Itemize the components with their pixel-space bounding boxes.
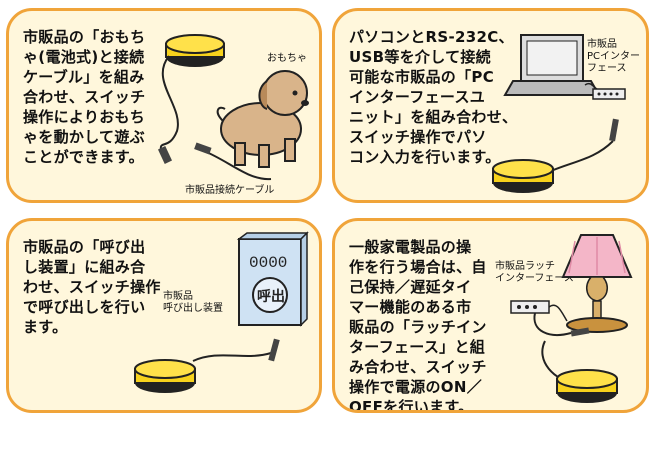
- interface-box-icon: [592, 88, 626, 100]
- panel-toy-text: 市販品の「おもち ゃ(電池式)と接続 ケーブル」を組み 合わせ、スイッチ 操作に…: [23, 28, 146, 166]
- switch-button-icon: [134, 359, 196, 393]
- switch-button-icon: [492, 159, 554, 193]
- panel-appliance: 一般家電製品の操 作を行う場合は、自 己保持／遅延タイ マー機能のある市 販品の…: [332, 218, 649, 413]
- plug-icon: [570, 327, 590, 337]
- pc-illustration: [492, 34, 626, 193]
- pc-interface-label: 市販品 PCインター フェース: [587, 39, 641, 74]
- panel-caller: 市販品の「呼び出 し装置」に組み合 わせ、スイッチ操作 で呼び出しを行い ます。…: [6, 218, 322, 413]
- panel-pc: パソコンとRS-232C、 USB等を介して接続 可能な市販品の「PC インター…: [332, 8, 649, 203]
- laptop-icon: [503, 34, 601, 96]
- latch-label: 市販品ラッチ インターフェース: [495, 261, 574, 284]
- plug-icon: [609, 118, 619, 142]
- panel-toy: 市販品の「おもち ゃ(電池式)と接続 ケーブル」を組み 合わせ、スイッチ 操作に…: [6, 8, 322, 203]
- panel-appliance-text: 一般家電製品の操 作を行う場合は、自 己保持／遅延タイ マー機能のある市 販品の…: [349, 238, 487, 413]
- caller-illustration: 0000 呼出: [134, 231, 309, 393]
- plug-icon: [268, 338, 280, 362]
- plug-icon: [194, 142, 212, 155]
- device-grille: 0000: [249, 254, 287, 272]
- panel-pc-text: パソコンとRS-232C、 USB等を介して接続 可能な市販品の「PC インター…: [349, 28, 518, 166]
- device-text: 呼出: [257, 288, 285, 305]
- call-device-icon: 0000 呼出: [236, 231, 309, 327]
- toy-illustration: [157, 34, 309, 181]
- latch-interface-icon: [510, 300, 550, 314]
- panel-caller-text: 市販品の「呼び出 し装置」に組み合 わせ、スイッチ操作 で呼び出しを行い ます。: [23, 238, 161, 336]
- switch-button-icon: [556, 369, 618, 403]
- appliance-illustration: [510, 234, 633, 403]
- lamp-icon: [561, 234, 633, 333]
- toy-label: おもちゃ: [267, 53, 307, 64]
- caller-label: 市販品 呼び出し装置: [163, 291, 223, 314]
- switch-button-icon: [165, 34, 225, 67]
- cable-label: 市販品接続ケーブル: [185, 185, 275, 196]
- plug-icon: [157, 146, 173, 164]
- toy-dog-icon: [216, 70, 309, 168]
